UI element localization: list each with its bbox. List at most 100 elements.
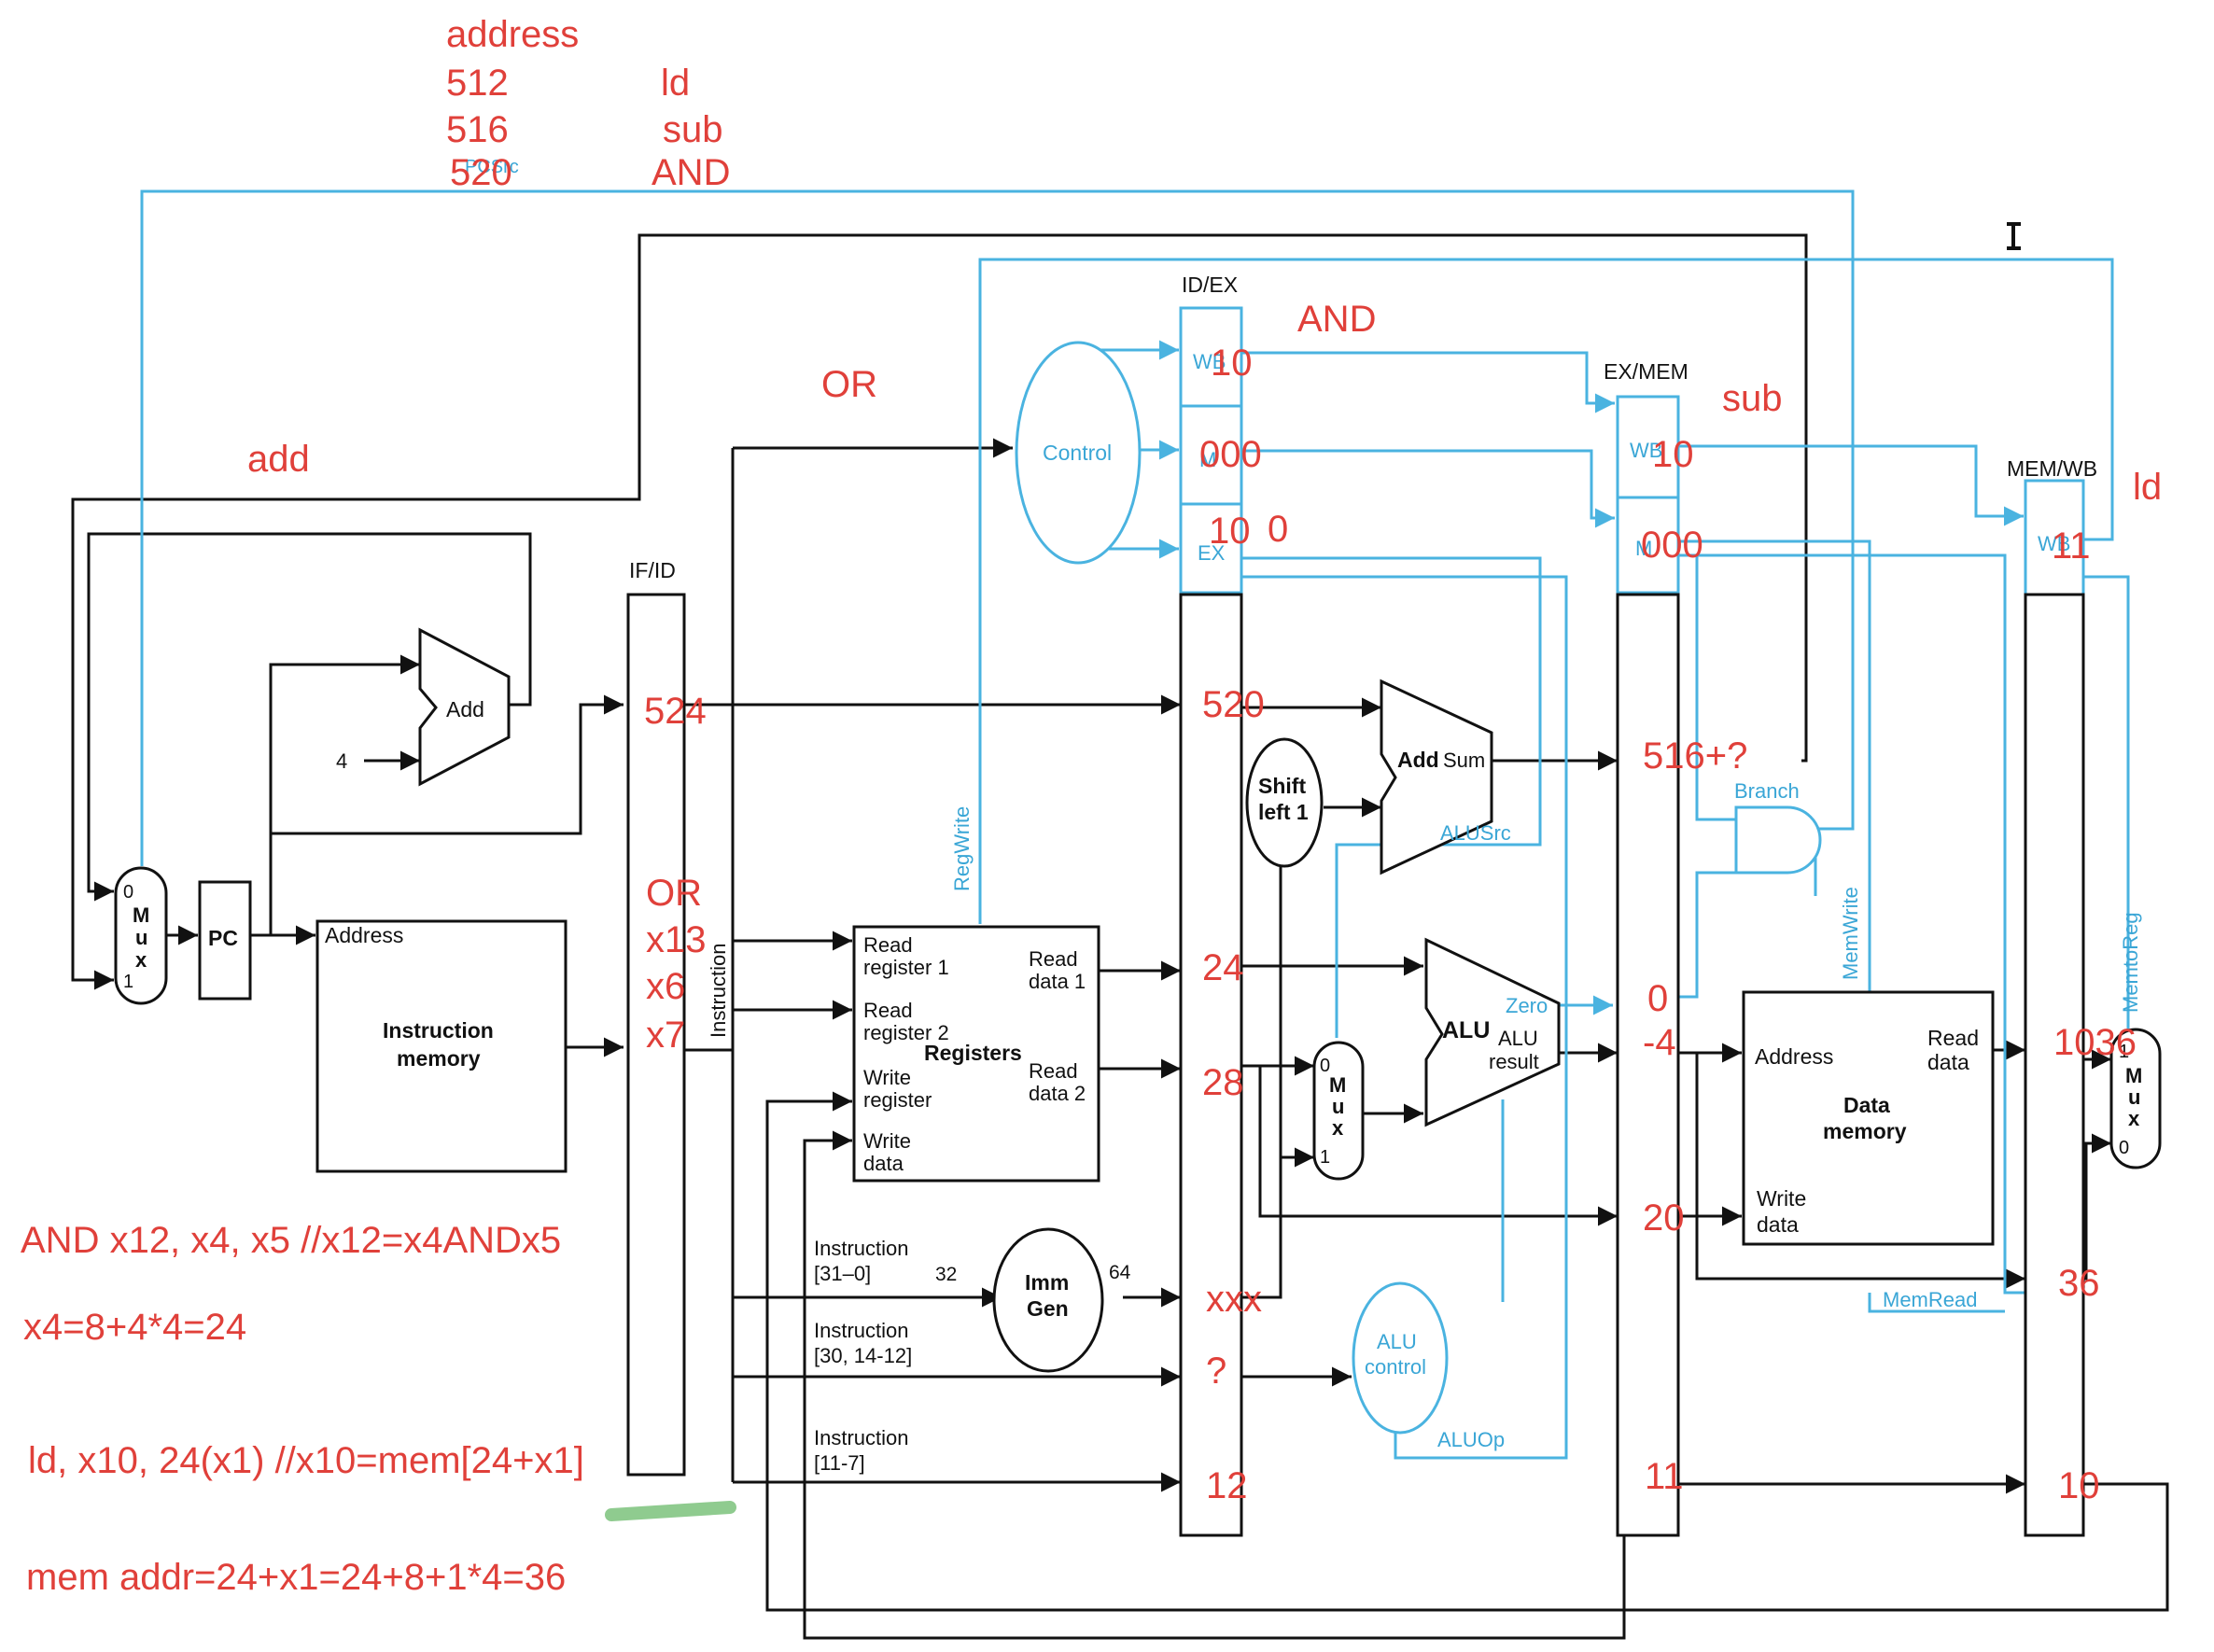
instr-30-a: Instruction bbox=[814, 1319, 909, 1342]
shift-a: Shift bbox=[1258, 774, 1306, 798]
imm-gen-b: Gen bbox=[1027, 1296, 1069, 1321]
exmem-zero-value: 0 bbox=[1647, 978, 1668, 1019]
memtoreg-label: MemtoReg bbox=[2119, 912, 2142, 1013]
branch-and-gate bbox=[1734, 805, 1822, 875]
note-mem-address: mem addr=24+x1=24+8+1*4=36 bbox=[26, 1557, 566, 1598]
write-reg-a: Write bbox=[863, 1066, 911, 1089]
read-data2-b: data 2 bbox=[1029, 1082, 1086, 1105]
alu-control-b: control bbox=[1365, 1355, 1426, 1379]
addr-520: 520 bbox=[450, 152, 512, 193]
memtoreg-mux bbox=[2109, 1028, 2162, 1169]
alu-result-a: ALU bbox=[1498, 1027, 1538, 1050]
imm-gen-a: Imm bbox=[1025, 1270, 1069, 1295]
read-data2-a: Read bbox=[1029, 1059, 1078, 1083]
data-memory bbox=[1742, 990, 1995, 1246]
ifid-x7: x7 bbox=[646, 1015, 685, 1056]
pc-mux-0: 0 bbox=[123, 882, 133, 903]
exmem-rd-value: 11 bbox=[1645, 1456, 1684, 1497]
bits-32-label: 32 bbox=[935, 1264, 957, 1285]
stage-ex-and: AND bbox=[1297, 299, 1376, 340]
branch-label: Branch bbox=[1734, 779, 1800, 803]
exmem-m-value: 000 bbox=[1641, 525, 1703, 566]
exmem-wd-value: 20 bbox=[1643, 1197, 1685, 1239]
idex-ex-value-b: 0 bbox=[1268, 509, 1288, 550]
read-reg1-a: Read bbox=[863, 933, 913, 957]
alu-mux-u: u bbox=[1332, 1095, 1344, 1118]
ex-mem-m-label: M bbox=[1635, 537, 1652, 560]
dm-write-a: Write bbox=[1757, 1186, 1806, 1211]
alu-mux-x: x bbox=[1332, 1116, 1344, 1140]
ifid-or: OR bbox=[646, 873, 702, 914]
pc-mux-1: 1 bbox=[123, 972, 133, 992]
read-reg1-b: register 1 bbox=[863, 956, 949, 979]
idex-rd2-value: 28 bbox=[1202, 1062, 1244, 1103]
regwrite-label: RegWrite bbox=[950, 806, 974, 891]
control-unit bbox=[1015, 341, 1142, 565]
id-ex-control-ex bbox=[1179, 502, 1243, 595]
idex-imm-value: xxx bbox=[1206, 1279, 1262, 1320]
registers-title: Registers bbox=[924, 1041, 1022, 1065]
id-ex-ex-label: EX bbox=[1198, 541, 1226, 565]
id-ex-m-label: M bbox=[1199, 448, 1216, 471]
memwb-alu-value: 36 bbox=[2058, 1263, 2100, 1304]
mem-wb-control-wb bbox=[2024, 479, 2085, 596]
ex-mem-label: EX/MEM bbox=[1604, 359, 1689, 384]
aluop-label: ALUOp bbox=[1437, 1428, 1505, 1451]
control-labels: PCSrc Control WB M EX WB M WB RegWrite A… bbox=[465, 157, 2142, 1451]
memwb-read-value: 1036 bbox=[2053, 1022, 2137, 1063]
exmem-result-value: -4 bbox=[1643, 1022, 1676, 1063]
address-header: address bbox=[446, 14, 579, 55]
instr-30-b: [30, 14-12] bbox=[814, 1344, 912, 1367]
mem-wb-label: MEM/WB bbox=[2007, 456, 2097, 481]
exmem-sum-value: 516+? bbox=[1643, 735, 1747, 777]
write-reg-b: register bbox=[863, 1088, 932, 1112]
branch-adder bbox=[1380, 679, 1493, 875]
component-labels: IF/ID ID/EX EX/MEM MEM/WB Add 4 0 1 M u … bbox=[123, 273, 2142, 1475]
instr-31-0-a: Instruction bbox=[814, 1237, 909, 1260]
ex-mem-control-wb bbox=[1616, 395, 1680, 499]
alu-control bbox=[1352, 1281, 1449, 1435]
imem-title-2: memory bbox=[397, 1046, 481, 1071]
imem-title-1: Instruction bbox=[383, 1018, 494, 1043]
pcsrc-label: PCSrc bbox=[465, 157, 519, 177]
pc-adder bbox=[418, 627, 511, 787]
instr-11-b: [11-7] bbox=[814, 1451, 865, 1475]
alu-control-a: ALU bbox=[1377, 1330, 1417, 1353]
four-label: 4 bbox=[336, 749, 347, 773]
ex-mem-register bbox=[1616, 593, 1680, 1537]
instruction-bus-label: Instruction bbox=[707, 944, 730, 1039]
note-and-instruction: AND x12, x4, x5 //x12=x4ANDx5 bbox=[21, 1220, 561, 1261]
alu-label: ALU bbox=[1442, 1017, 1490, 1043]
mem-wb-register bbox=[2024, 593, 2085, 1537]
instr-11-a: Instruction bbox=[814, 1426, 909, 1449]
memread-label: MemRead bbox=[1883, 1288, 1977, 1311]
bits-64-label: 64 bbox=[1109, 1262, 1131, 1283]
dm-title-b: memory bbox=[1823, 1119, 1907, 1143]
pc-mux bbox=[114, 866, 168, 1005]
mem-wb-wb-label: WB bbox=[2038, 532, 2070, 555]
note-x4: x4=8+4*4=24 bbox=[23, 1307, 246, 1348]
exmem-wb-value: 10 bbox=[1652, 434, 1694, 475]
id-ex-control-m bbox=[1179, 404, 1243, 506]
memtoreg-mux-1: 1 bbox=[2119, 1042, 2129, 1062]
dm-address-label: Address bbox=[1755, 1044, 1833, 1069]
ex-mem-wb-label: WB bbox=[1630, 439, 1662, 462]
memtoreg-mux-0: 0 bbox=[2119, 1138, 2129, 1158]
stage-mem-sub: sub bbox=[1722, 378, 1783, 419]
if-id-label: IF/ID bbox=[629, 558, 676, 582]
instruction-memory bbox=[315, 919, 568, 1173]
imm-gen bbox=[992, 1227, 1104, 1373]
instr-sub: sub bbox=[663, 109, 723, 150]
idex-pc-value: 520 bbox=[1202, 684, 1265, 725]
alu bbox=[1424, 937, 1561, 1127]
memwb-wb-value: 11 bbox=[2052, 525, 2091, 567]
memtoreg-mux-x: x bbox=[2128, 1107, 2140, 1130]
ifid-pc-value: 524 bbox=[644, 691, 707, 732]
dm-title-a: Data bbox=[1843, 1093, 1890, 1117]
alu-mux-0: 0 bbox=[1320, 1056, 1330, 1076]
ifid-x6: x6 bbox=[646, 966, 685, 1007]
instr-31-0-b: [31–0] bbox=[814, 1262, 871, 1285]
id-ex-register bbox=[1179, 593, 1243, 1537]
branch-adder-sum: Sum bbox=[1443, 749, 1485, 772]
annotations: address 512 516 520 ld sub AND add OR AN… bbox=[21, 14, 2162, 1598]
